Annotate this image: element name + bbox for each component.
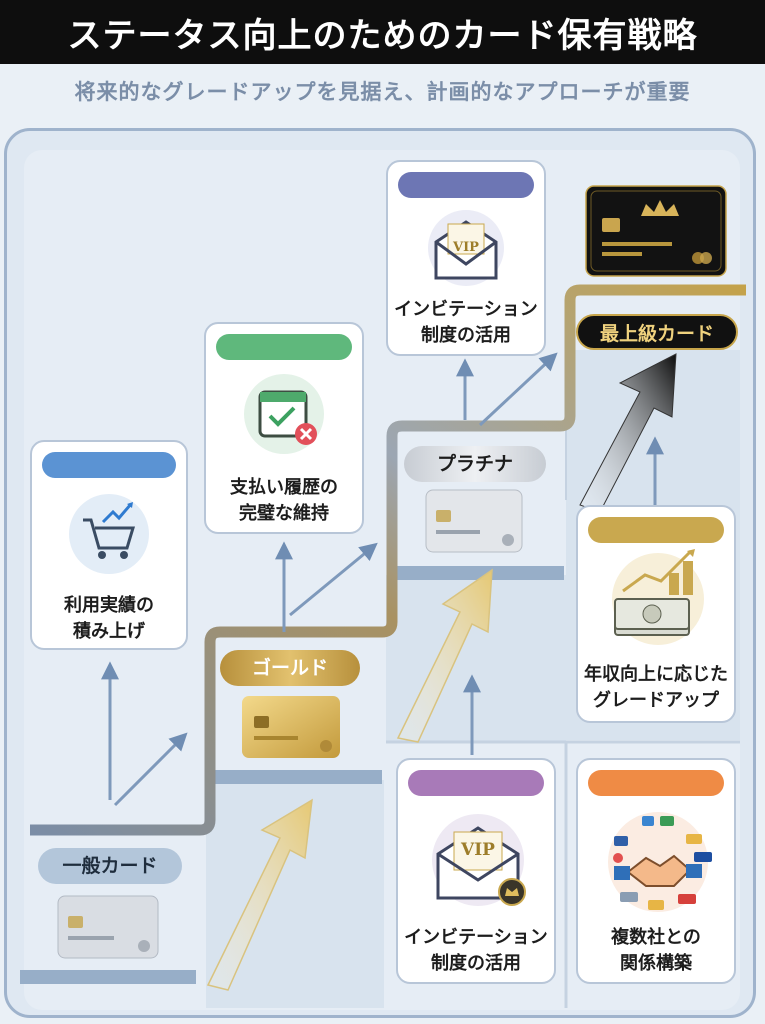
level-pill-top: 最上級カード xyxy=(576,314,738,350)
shelf xyxy=(210,770,382,784)
level-pill-gold: ゴールド xyxy=(220,650,360,686)
relationships-label-line2: 関係構築 xyxy=(620,953,692,974)
payment-history-label-line1: 支払い履歴の xyxy=(230,477,338,498)
card-tab xyxy=(216,334,352,360)
usage-record-label-line2: 積み上げ xyxy=(73,621,145,642)
calendar-check-icon xyxy=(244,374,324,454)
payment-history-card: 支払い履歴の 完璧な維持 xyxy=(204,322,364,534)
usage-record-card: 利用実績の 積み上げ xyxy=(30,440,188,650)
card-tab xyxy=(588,517,724,543)
platinum-card-image xyxy=(425,489,523,553)
vip-envelope-icon xyxy=(432,814,526,906)
payment-history-label-line2: 完璧な維持 xyxy=(239,503,329,524)
invitation-card-top: VIP インビテーション 制度の活用 xyxy=(386,160,546,356)
card-tab xyxy=(588,770,724,796)
card-tab xyxy=(408,770,544,796)
invitation-card-bottom: VIP インビテーション 制度の活用 xyxy=(396,758,556,984)
vip-badge-text: VIP xyxy=(461,840,495,860)
invitation-top-label-line1: インビテーション xyxy=(394,299,538,320)
income-upgrade-label-line1: 年収向上に応じた xyxy=(584,664,728,685)
shelf xyxy=(396,566,564,580)
vip-badge-text: VIP xyxy=(453,240,479,255)
invitation-bottom-label-line2: 制度の活用 xyxy=(431,953,521,974)
black-card-image xyxy=(585,185,727,277)
page-subtitle: 将来的なグレードアップを見据え、計画的なアプローチが重要 xyxy=(74,80,691,104)
relationships-label-line1: 複数社との xyxy=(611,927,701,948)
vip-envelope-icon xyxy=(428,210,504,286)
page-title: ステータス向上のためのカード保有戦略 xyxy=(0,0,765,64)
handshake-network-icon xyxy=(608,812,712,912)
level-pill-general: 一般カード xyxy=(38,848,182,884)
card-tab xyxy=(42,452,176,478)
income-upgrade-card: 年収向上に応じた グレードアップ xyxy=(576,505,736,723)
invitation-bottom-label-line1: インビテーション xyxy=(404,927,548,948)
general-card-image xyxy=(57,895,159,959)
relationships-card: 複数社との 関係構築 xyxy=(576,758,736,984)
shelf xyxy=(20,970,196,984)
usage-record-label-line1: 利用実績の xyxy=(64,595,154,616)
shopping-cart-icon xyxy=(69,494,149,574)
money-growth-icon xyxy=(612,549,704,645)
card-tab xyxy=(398,172,534,198)
gold-card-image xyxy=(242,696,340,758)
invitation-top-label-line2: 制度の活用 xyxy=(421,325,511,346)
level-pill-platinum: プラチナ xyxy=(404,446,546,482)
income-upgrade-label-line2: グレードアップ xyxy=(593,690,719,711)
